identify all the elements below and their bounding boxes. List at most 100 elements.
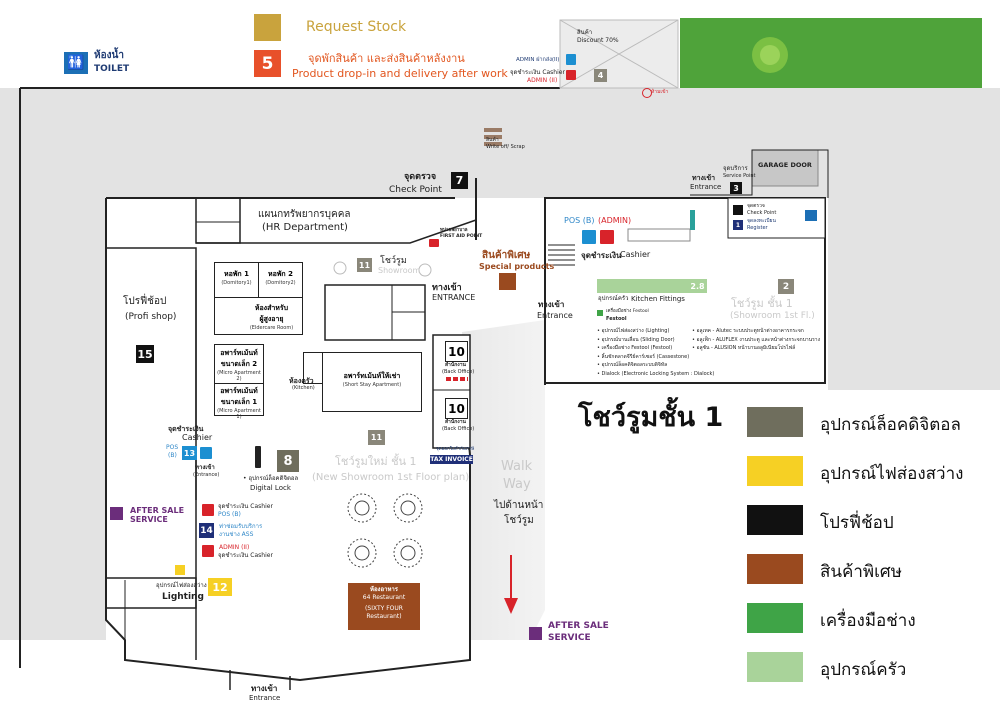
left-entrance-english: (Entrance): [193, 472, 220, 478]
right-cashier-english: Cashier: [620, 250, 651, 259]
zone-2-badge: 2: [778, 279, 794, 294]
showroom-item: • Dialock (Electronic Locking System : D…: [597, 370, 715, 377]
showroom-item: • อุปกรณ์บานเลื่อน (Sliding Door): [597, 336, 675, 343]
cashier-top-thai-label: จุดชำระเงิน Cashier: [510, 69, 565, 76]
bottom-entrance-thai: ทางเข้า: [251, 684, 278, 693]
walk-way-label-1: Walk: [501, 459, 533, 474]
legend-swatch: [747, 456, 803, 486]
checkpoint-english-label: Check Point: [389, 185, 442, 195]
back-office-red-marks: [446, 377, 468, 381]
register-english: Register: [747, 225, 768, 231]
right-pos-b-label: POS (B): [564, 216, 595, 225]
showroom-thai-label: โชว์รูม: [380, 256, 407, 266]
walk-way-label-2: Way: [503, 477, 531, 492]
write-off-english-label: Write off/ Scrap: [486, 144, 525, 150]
right-checkpoint-thai: จุดตรวจ: [747, 203, 765, 209]
ass-thai-label: ท่าซ่อมรับบริการ: [219, 523, 263, 530]
showroom-english-label: Showroom: [378, 266, 421, 275]
left-cashier2-label: จุดชำระเงิน Cashier: [218, 503, 273, 510]
register-thai: จุดลงทะเบียน: [747, 218, 776, 224]
zone-8-badge: 8: [277, 450, 299, 472]
service-point-english: Service Point: [723, 173, 756, 179]
right-items-left-list: • อุปกรณ์ไฟส่องสว่าง (Lighting) • อุปกรณ์…: [597, 327, 714, 378]
pos-b-label: POS: [166, 444, 179, 451]
garage-door-label: GARAGE DOOR: [758, 161, 812, 169]
right-cashier-thai: จุดชำระเงิน: [581, 251, 622, 260]
pos-b-sub-label: (B): [168, 452, 177, 459]
legend-label: สินค้าพิเศษ: [820, 562, 902, 582]
right-checkpoint-swatch: [733, 205, 743, 215]
no-entry-icon: [642, 88, 652, 98]
right-entrance-english: Entrance: [537, 311, 573, 320]
short-stay-apartment-room: อพาร์ทเม้นท์ให้เช่า (Short Stay Apartmen…: [322, 352, 422, 412]
left-corridor: [0, 88, 106, 638]
right-admin-label: (ADMIN): [598, 216, 632, 225]
after-sale-right-1: AFTER SALE: [548, 621, 609, 631]
after-sale-right-2: SERVICE: [548, 633, 591, 643]
kitchen-fittings-english: Kitchen Fittings: [631, 295, 685, 303]
zone-2-8-badge: 2.8: [688, 279, 707, 293]
digital-lock-english: Digital Lock: [250, 484, 291, 492]
right-checkpoint-english: Check Point: [747, 210, 777, 216]
no-entry-label: ห้ามเข้า: [651, 89, 669, 95]
back-office-1-thai: สำนักงาน: [445, 362, 466, 368]
dormitory-2-room: หอพัก 2 (Domitory2): [258, 262, 303, 298]
admin-ii-b-label: ADMIN (II): [527, 77, 558, 84]
discount-english-label: Discount 70%: [577, 37, 619, 44]
right-showroom-thai: โชว์รูม ชั้น 1: [731, 297, 793, 310]
back-office-1-badge: 10: [445, 341, 468, 362]
showroom-item: • อลูเทค - Alutec ระบบประตูหน้าต่างอาคาร…: [692, 328, 804, 334]
left-pos-b3-label: POS (B): [218, 511, 241, 518]
legend-label: อุปกรณ์ไฟส่องสว่าง: [820, 464, 964, 484]
toilet-small-icon: [805, 210, 817, 221]
legend-swatch: [747, 603, 803, 633]
pos-register-icon: [200, 447, 212, 459]
top-corridor: [20, 88, 680, 198]
left-cashier-english: Cashier: [182, 433, 213, 442]
festool-thai: เครื่องมือช่าง Festool: [606, 309, 649, 314]
legend-swatch: [747, 407, 803, 437]
walkway: [462, 320, 545, 640]
cashier-register-icon-3: [202, 545, 214, 557]
right-admin-icon: [600, 230, 614, 244]
eldercare-room: ห้องสำหรับ ผู้สูงอายุ (Eldercare Room): [214, 297, 303, 335]
showroom-item: • อลูเฟ็ก - ALUFLEX งานประตู และหน้าต่าง…: [692, 336, 821, 343]
showroom-item: • อุปกรณ์ไฟส่องสว่าง (Lighting): [597, 328, 670, 334]
hr-english-label: (HR Department): [262, 222, 348, 233]
kitchen-fittings-thai: อุปกรณ์ครัว: [598, 295, 629, 302]
right-showroom-english: (Showroom 1st Fl.): [730, 311, 815, 321]
zone-7-badge: 7: [451, 172, 468, 189]
legend-label: เครื่องมือช่าง: [820, 611, 916, 631]
zone-11-showroom-badge: 11: [357, 258, 372, 272]
kitchen-wall: [303, 352, 323, 384]
new-showroom-english: (New Showroom 1st Floor plan): [312, 472, 470, 483]
kitchen-thai-label: ห้องครัว: [289, 377, 314, 385]
showroom-item: • ลิ้นชักตลาดจีรีย์คาร์เซอร์ (Cassestone…: [597, 353, 690, 360]
ass-english-label: งานช่าง ASS: [219, 531, 254, 538]
back-office-2-thai: สำนักงาน: [445, 419, 466, 425]
legend-label: อุปกรณ์ล็อคดิจิตอล: [820, 415, 961, 435]
micro-apartment-1-room: อพาร์ทเม้นท์ ขนาดเล็ก 1 (Micro Apartment…: [214, 383, 264, 420]
top-right-entrance-thai: ทางเข้า: [692, 174, 716, 182]
left-cashier3-label: จุดชำระเงิน Cashier: [218, 552, 273, 559]
toilet-english-label: TOILET: [94, 64, 130, 74]
kitchen-english-label: (Kitchen): [292, 385, 315, 391]
legend-swatch: [747, 505, 803, 535]
lighting-thai-label: อุปกรณ์ไฟส่องสว่าง: [156, 582, 207, 589]
admin-icon: [566, 54, 576, 65]
zone-11-new-showroom-badge: 11: [368, 430, 385, 445]
legend-swatch: [747, 554, 803, 584]
lighting-small-swatch: [175, 565, 185, 575]
right-pos-icon: [582, 230, 596, 244]
festool-english: Festool: [606, 316, 627, 322]
digital-lock-thai: • อุปกรณ์ล็อคดิจิตอล: [243, 475, 299, 482]
back-office-1-english: (Back Office): [442, 369, 475, 375]
drop-in-english-label: Product drop-in and delivery after work: [292, 67, 508, 80]
zone-12-badge: 12: [208, 578, 232, 596]
to-front-showroom-thai-2: โชว์รูม: [504, 515, 534, 526]
showroom-item: • อุปกรณ์ล็อคดิจิตอลระบบดิจิทัล: [597, 362, 668, 368]
dormitory-1-room: หอพัก 1 (Domitory1): [214, 262, 259, 298]
legend-label: โปรฟี่ช้อป: [820, 513, 894, 533]
special-products-swatch: [499, 273, 516, 290]
first-aid-english-label: FIRST AID POINT: [440, 234, 483, 239]
